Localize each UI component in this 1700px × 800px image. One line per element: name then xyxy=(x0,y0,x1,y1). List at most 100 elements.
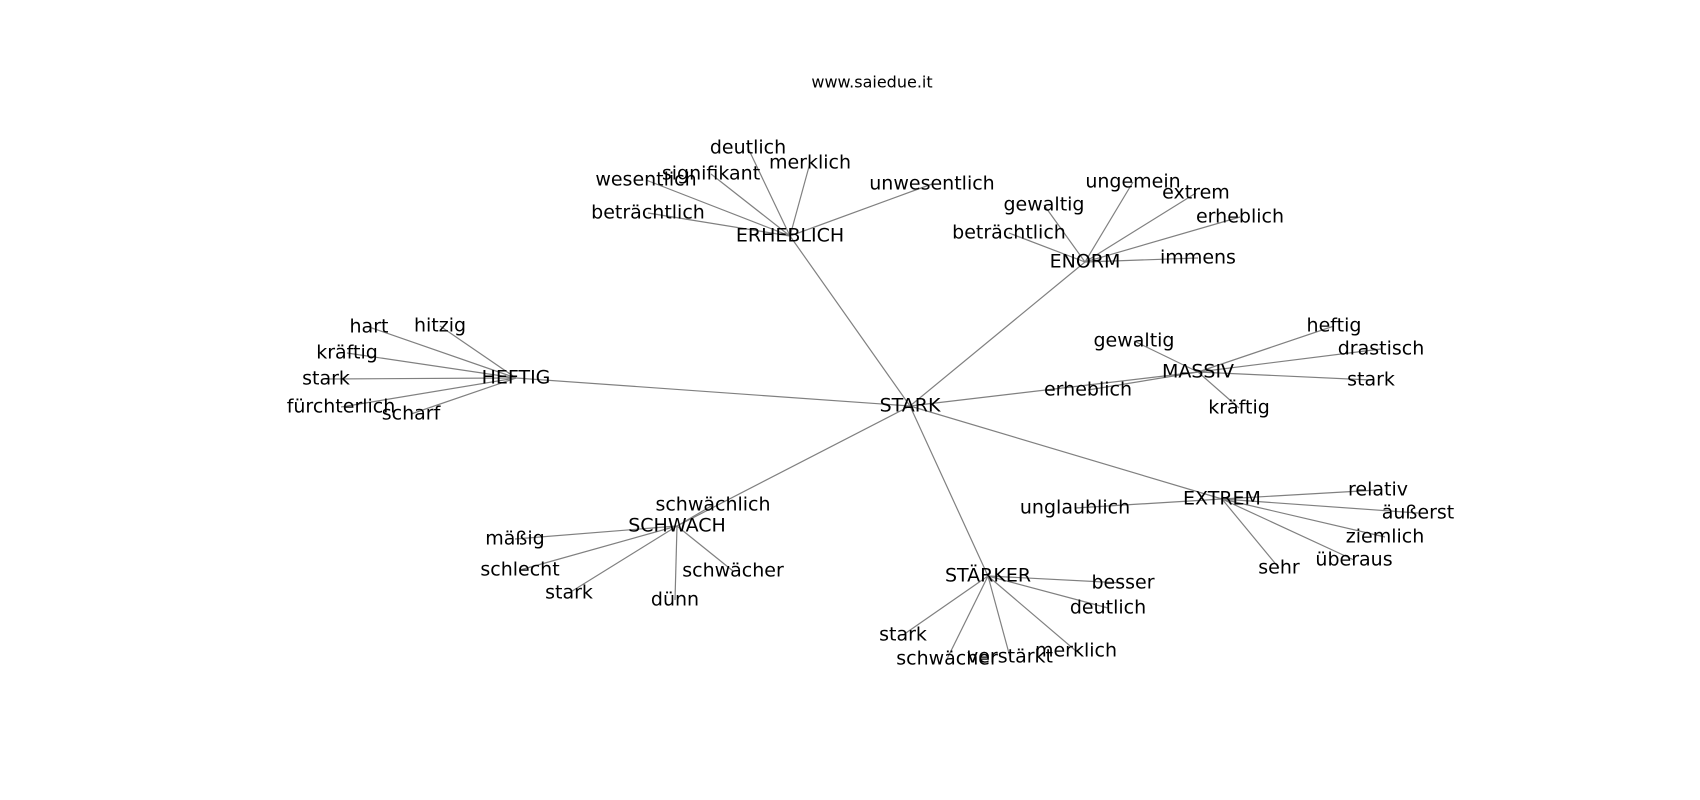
word-node-label: scharf xyxy=(382,403,442,425)
edge-extrem-relativ xyxy=(1221,489,1379,500)
word-node-label: stark xyxy=(545,582,593,604)
word-node-label: sehr xyxy=(1258,557,1300,579)
word-node-label: fürchterlich xyxy=(287,396,396,418)
edge-massiv-erheblich xyxy=(1087,371,1199,391)
edge-massiv-kraeftig xyxy=(1197,371,1240,409)
edge-staerker-stark xyxy=(902,575,989,636)
word-node-label: stark xyxy=(1347,369,1395,391)
edge-extrem-ziemlich xyxy=(1221,498,1386,538)
edge-schwach-schwaecher xyxy=(676,525,734,572)
edge-erheblich-betraechtlich xyxy=(647,212,791,237)
hub-node-label: HEFTIG xyxy=(482,367,551,389)
word-node-label: besser xyxy=(1091,572,1154,594)
word-node-label: äußerst xyxy=(1382,502,1455,524)
edge-massiv-drastisch xyxy=(1197,348,1382,373)
edge-enorm-extrem xyxy=(1084,192,1197,263)
edge-stark-enorm xyxy=(909,261,1086,407)
edge-staerker-schwaecher xyxy=(946,575,989,660)
graph-labels: www.saiedue.it STARKERHEBLICHdeutlichmer… xyxy=(287,73,1455,670)
word-node-label: gewaltig xyxy=(1093,330,1174,352)
word-node-label: beträchtlich xyxy=(591,202,705,224)
edge-schwach-duenn xyxy=(674,525,678,601)
edge-massiv-stark xyxy=(1197,371,1372,381)
source-label: www.saiedue.it xyxy=(811,73,932,92)
edge-erheblich-wesentlich xyxy=(645,179,791,237)
word-node-label: stark xyxy=(302,368,350,390)
edge-erheblich-unwesentlich xyxy=(789,183,933,237)
word-node-label: gewaltig xyxy=(1003,194,1084,216)
word-node-label: verstärkt xyxy=(967,646,1053,668)
word-node-label: merklich xyxy=(1035,640,1117,662)
word-node-label: merklich xyxy=(769,152,851,174)
word-node-label: schlecht xyxy=(480,559,559,581)
word-node-label: kräftig xyxy=(1208,397,1270,419)
word-node-label: wesentlich xyxy=(595,169,696,191)
edge-enorm-gewaltig xyxy=(1043,204,1086,263)
edge-staerker-besser xyxy=(987,575,1124,584)
word-node-label: extrem xyxy=(1162,182,1230,204)
edge-stark-staerker xyxy=(909,405,989,577)
edge-heftig-hart xyxy=(368,326,517,379)
word-node-label: schwächer xyxy=(896,648,998,670)
center-node-label: STARK xyxy=(880,395,941,417)
word-node-label: dünn xyxy=(651,589,699,611)
word-node-label: unglaublich xyxy=(1020,497,1130,519)
edge-enorm-ungemein xyxy=(1084,181,1134,263)
edge-stark-erheblich xyxy=(789,235,911,407)
word-node-label: immens xyxy=(1160,247,1236,269)
hub-node-label: MASSIV xyxy=(1162,361,1234,383)
edge-stark-massiv xyxy=(909,371,1199,407)
word-node-label: erheblich xyxy=(1196,206,1284,228)
edge-heftig-stark xyxy=(325,377,517,380)
edge-erheblich-deutlich xyxy=(747,147,791,237)
edge-schwach-stark xyxy=(568,525,678,594)
word-node-label: stark xyxy=(879,624,927,646)
edge-stark-schwach xyxy=(676,405,911,527)
word-node-label: hitzig xyxy=(414,315,466,337)
edge-enorm-erheblich xyxy=(1084,216,1241,263)
edge-schwach-schwaechlich xyxy=(676,504,714,527)
edge-schwach-schlecht xyxy=(519,525,678,571)
edge-heftig-hitzig xyxy=(439,325,517,379)
edge-staerker-verstaerkt xyxy=(987,575,1011,658)
word-node-label: hart xyxy=(350,316,389,338)
word-node-label: schwächlich xyxy=(655,494,770,516)
hub-node-label: ENORM xyxy=(1050,251,1121,273)
edge-heftig-kraeftig xyxy=(346,352,517,379)
edge-heftig-fuerchterlich xyxy=(340,377,517,408)
edge-extrem-unglaublich xyxy=(1074,498,1223,509)
edge-extrem-sehr xyxy=(1221,498,1280,569)
edge-schwach-maessig xyxy=(514,525,678,540)
word-node-label: relativ xyxy=(1348,479,1408,501)
edge-stark-heftig xyxy=(515,377,911,407)
word-node-label: deutlich xyxy=(1070,597,1146,619)
edge-enorm-immens xyxy=(1084,257,1199,263)
graph-edges xyxy=(325,147,1419,660)
edge-heftig-scharf xyxy=(410,377,517,415)
word-node-label: ungemein xyxy=(1085,171,1180,193)
word-node-label: überaus xyxy=(1315,549,1392,571)
edge-staerker-deutlich xyxy=(987,575,1109,609)
word-node-label: unwesentlich xyxy=(869,173,994,195)
hub-node-label: EXTREM xyxy=(1183,488,1261,510)
word-node-label: deutlich xyxy=(710,137,786,159)
edge-enorm-betraechtlich xyxy=(1008,232,1086,263)
word-node-label: beträchtlich xyxy=(952,222,1066,244)
hub-node-label: SCHWACH xyxy=(628,515,726,537)
hub-node-label: ERHEBLICH xyxy=(736,225,844,247)
word-node-label: signifikant xyxy=(662,163,760,185)
word-node-label: heftig xyxy=(1307,315,1362,337)
word-node-label: drastisch xyxy=(1338,338,1425,360)
word-node-label: kräftig xyxy=(316,342,378,364)
hub-node-label: STÄRKER xyxy=(945,564,1031,587)
word-node-label: mäßig xyxy=(485,528,544,550)
edge-erheblich-signifikant xyxy=(710,173,791,237)
word-node-label: ziemlich xyxy=(1346,526,1425,548)
edge-massiv-gewaltig xyxy=(1133,340,1199,373)
word-node-label: erheblich xyxy=(1044,379,1132,401)
edge-massiv-heftig xyxy=(1197,325,1335,373)
word-node-label: schwächer xyxy=(682,560,784,582)
edge-stark-extrem xyxy=(909,405,1223,500)
edge-extrem-ueberaus xyxy=(1221,498,1355,561)
